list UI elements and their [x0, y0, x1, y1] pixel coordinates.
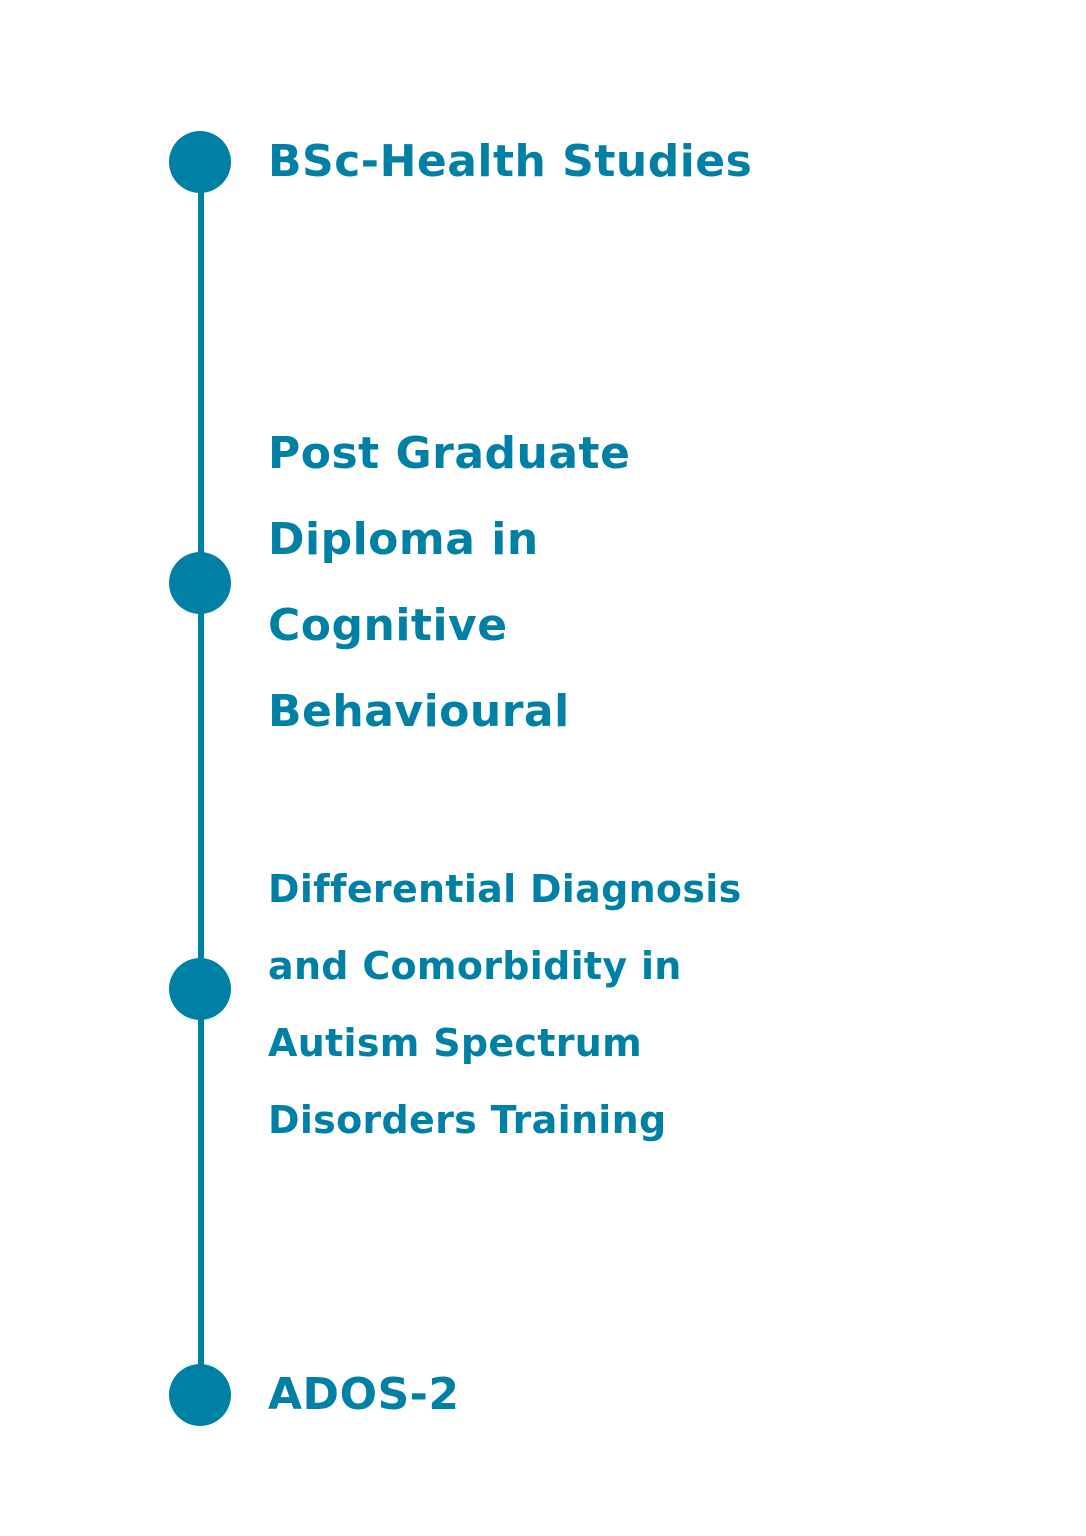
timeline-dot-icon	[169, 1364, 231, 1426]
timeline-dot-icon	[169, 958, 231, 1020]
timeline-item-line: ADOS-2	[268, 1369, 460, 1420]
timeline-item-line: Differential Diagnosis	[268, 867, 742, 911]
timeline-item-ados-2: ADOS-2	[268, 1352, 460, 1438]
timeline-item-line: Cognitive	[268, 600, 508, 651]
timeline-dot-icon	[169, 131, 231, 193]
timeline-item-line: Diploma in	[268, 514, 539, 565]
timeline-item-line: Behavioural	[268, 686, 570, 737]
timeline-item-differential-diagnosis: Differential Diagnosis and Comorbidity i…	[268, 851, 742, 1159]
timeline-item-line: Post Graduate	[268, 428, 631, 479]
timeline-connector-line	[198, 162, 204, 1395]
timeline-item-line: and Comorbidity in	[268, 944, 682, 988]
timeline-item-bsc-health-studies: BSc-Health Studies	[268, 119, 752, 205]
timeline-dot-icon	[169, 552, 231, 614]
timeline-item-line: Autism Spectrum	[268, 1021, 643, 1065]
timeline-item-line: BSc-Health Studies	[268, 136, 753, 187]
timeline-item-postgraduate-diploma: Post Graduate Diploma in Cognitive Behav…	[268, 411, 630, 755]
timeline-item-line: Disorders Training	[268, 1098, 667, 1142]
